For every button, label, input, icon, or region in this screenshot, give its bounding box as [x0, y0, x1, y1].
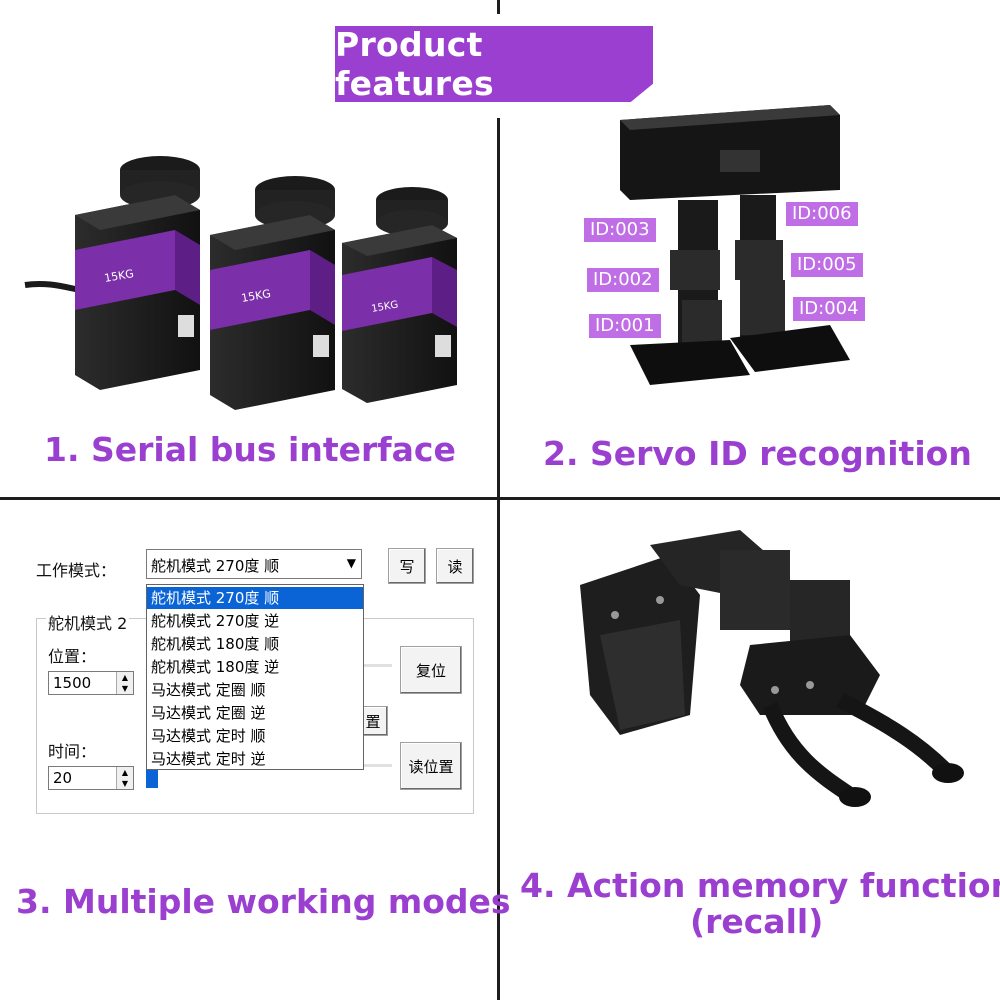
- mode-select[interactable]: 舵机模式 270度 顺 ▼: [146, 549, 362, 579]
- servo-label-load: 15KG: [103, 267, 135, 285]
- dropdown-option[interactable]: 马达模式 定时 顺: [151, 727, 266, 745]
- divider-horizontal: [0, 497, 1000, 500]
- dropdown-option[interactable]: 马达模式 定圈 逆: [151, 704, 266, 722]
- mode-dropdown-list[interactable]: 舵机模式 270度 顺 舵机模式 270度 逆 舵机模式 180度 顺 舵机模式…: [146, 584, 364, 770]
- title-banner: Product features: [335, 26, 653, 102]
- position-value: 1500: [53, 674, 92, 692]
- stepper-arrows-icon[interactable]: ▲▼: [116, 672, 133, 694]
- mode-label: 工作模式：: [36, 561, 117, 580]
- servo-id-tag: ID:005: [791, 253, 863, 277]
- servo-3: [342, 187, 457, 403]
- position-label: 位置：: [48, 647, 97, 666]
- time-label: 时间：: [48, 742, 97, 761]
- divider-vertical: [497, 118, 500, 1000]
- position-slider-track[interactable]: [364, 664, 392, 667]
- servo-id-tag: ID:001: [589, 314, 661, 338]
- servo-id-tag: ID:006: [786, 202, 858, 226]
- time-slider-track[interactable]: [364, 764, 392, 767]
- reset-button[interactable]: 复位: [400, 646, 462, 694]
- servo-1: [75, 156, 200, 390]
- feature-caption-4-line1: 4. Action memory function: [520, 866, 1000, 905]
- feature-caption-2: 2. Servo ID recognition: [543, 434, 972, 473]
- dropdown-option[interactable]: 舵机模式 180度 顺: [151, 635, 280, 653]
- time-slider-thumb[interactable]: [146, 770, 158, 788]
- time-value: 20: [53, 769, 73, 787]
- dropdown-option[interactable]: 舵机模式 180度 逆: [151, 658, 280, 676]
- position-stepper[interactable]: 1500 ▲▼: [48, 671, 134, 695]
- read-position-button[interactable]: 读位置: [400, 742, 462, 790]
- servo-2: [210, 176, 335, 410]
- mode-select-value: 舵机模式 270度 顺: [151, 557, 280, 575]
- feature-caption-1: 1. Serial bus interface: [44, 430, 456, 469]
- group-label: 舵机模式 2: [46, 610, 130, 634]
- write-button[interactable]: 写: [388, 548, 426, 584]
- servo-label-load: 15KG: [371, 299, 400, 315]
- servo-motors-image: 15KG 15KG 15KG: [24, 156, 457, 410]
- dropdown-option[interactable]: 舵机模式 270度 逆: [151, 612, 280, 630]
- servo-label-load: 15KG: [240, 287, 272, 305]
- divider-vertical-top: [497, 0, 500, 14]
- servo-id-tag: ID:003: [584, 218, 656, 242]
- servo-id-tag: ID:004: [793, 297, 865, 321]
- dropdown-option[interactable]: 马达模式 定圈 顺: [151, 681, 266, 699]
- biped-robot-image: [620, 105, 850, 385]
- time-stepper[interactable]: 20 ▲▼: [48, 766, 134, 790]
- feature-caption-4-line2: (recall): [690, 902, 824, 941]
- read-button[interactable]: 读: [436, 548, 474, 584]
- feature-caption-3: 3. Multiple working modes: [16, 882, 511, 921]
- servo-id-tag: ID:002: [587, 268, 659, 292]
- dropdown-option[interactable]: 舵机模式 270度 顺: [147, 587, 363, 609]
- page-title: Product features: [335, 25, 494, 103]
- set-button[interactable]: 置: [358, 706, 388, 736]
- chevron-down-icon[interactable]: ▼: [346, 556, 356, 570]
- stepper-arrows-icon[interactable]: ▲▼: [116, 767, 133, 789]
- robotic-gripper-image: [580, 530, 964, 807]
- dropdown-option[interactable]: 马达模式 定时 逆: [151, 750, 266, 768]
